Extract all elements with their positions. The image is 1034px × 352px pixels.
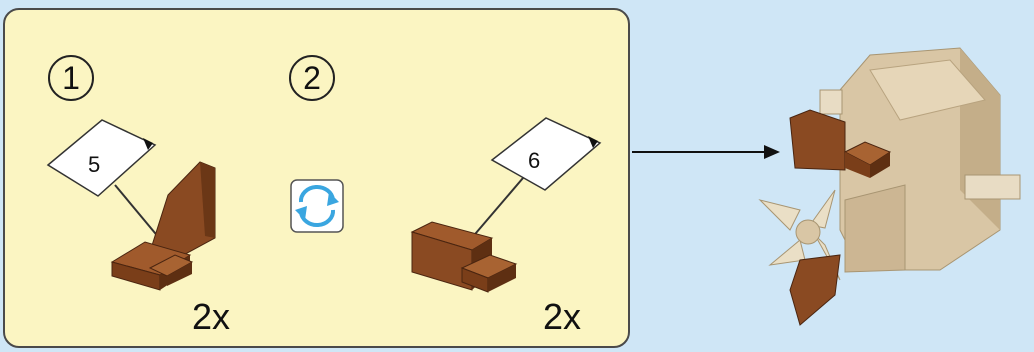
- arrow-to-model: [632, 145, 780, 159]
- quantity-step-1: 2x: [192, 296, 231, 337]
- brick-step-2: [410, 221, 518, 293]
- step-number-2: 2: [289, 55, 335, 101]
- part-tag-1-label: 5: [88, 152, 100, 177]
- part-tag-2: 6: [469, 117, 602, 241]
- assembled-model-illustration: [758, 47, 1021, 326]
- part-tag-2-label: 6: [528, 148, 540, 173]
- brick-step-1: [110, 161, 216, 291]
- quantity-step-2: 2x: [543, 296, 582, 337]
- rotate-arrows-icon: [290, 179, 344, 233]
- part-tag-1: 5: [46, 119, 166, 246]
- step-number-1: 1: [48, 55, 94, 101]
